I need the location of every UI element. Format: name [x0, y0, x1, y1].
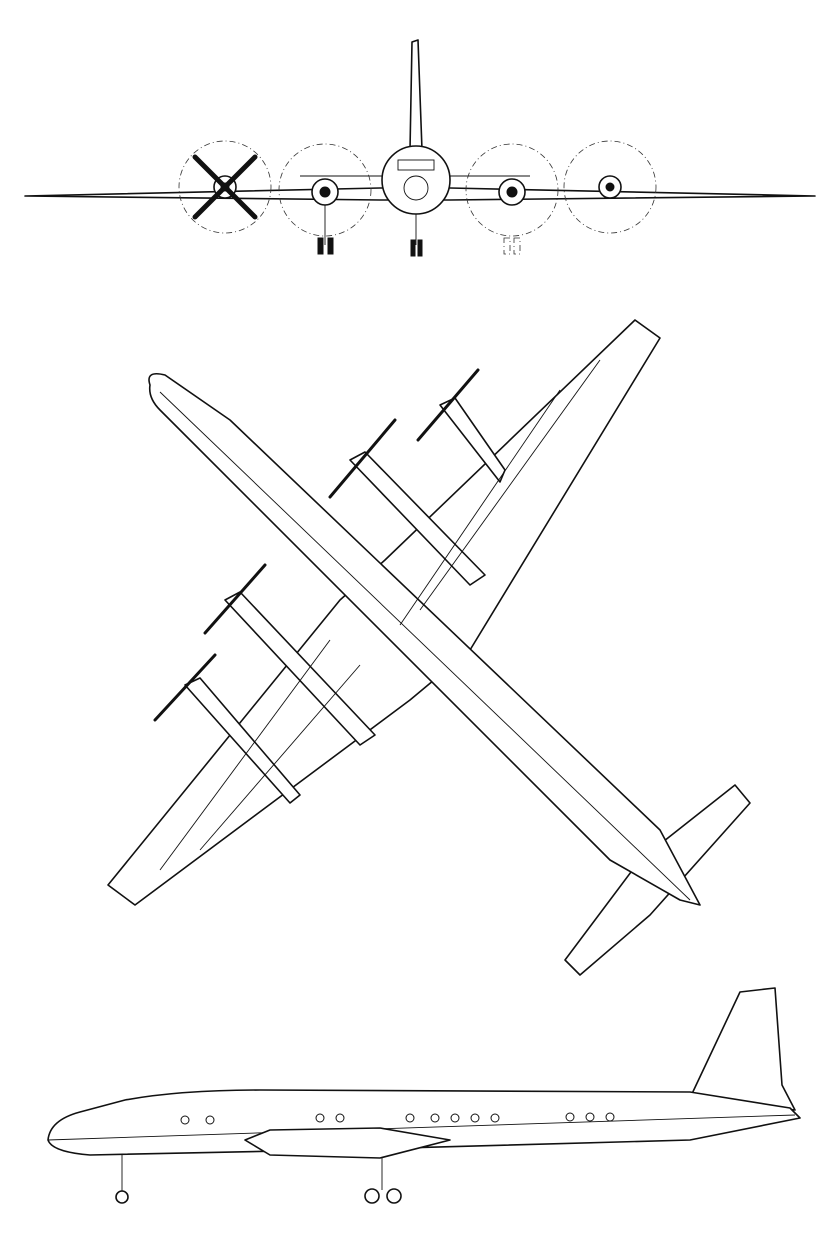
side-centerline	[47, 1114, 796, 1141]
side-fuselage	[47, 1089, 801, 1156]
front-cockpit-windows	[397, 159, 435, 171]
top-fuselage-centerline	[159, 391, 691, 901]
top-engine-nacelles	[184, 397, 506, 804]
top-fuselage	[148, 372, 701, 906]
side-engine-nacelle	[244, 1127, 451, 1159]
front-tail-fin	[409, 39, 423, 151]
side-tail-fin	[689, 987, 796, 1111]
top-wing-panel-lines	[159, 359, 601, 871]
front-view	[24, 39, 816, 257]
top-view	[107, 319, 751, 976]
side-landing-gear	[115, 1155, 402, 1204]
top-propellers	[153, 368, 480, 722]
side-view	[47, 987, 801, 1204]
side-windows	[180, 1112, 615, 1125]
front-landing-gear	[317, 205, 521, 257]
front-propeller-discs	[178, 140, 657, 237]
front-nose	[403, 175, 429, 201]
front-fuselage	[381, 145, 451, 215]
front-propeller-blades	[192, 154, 258, 220]
